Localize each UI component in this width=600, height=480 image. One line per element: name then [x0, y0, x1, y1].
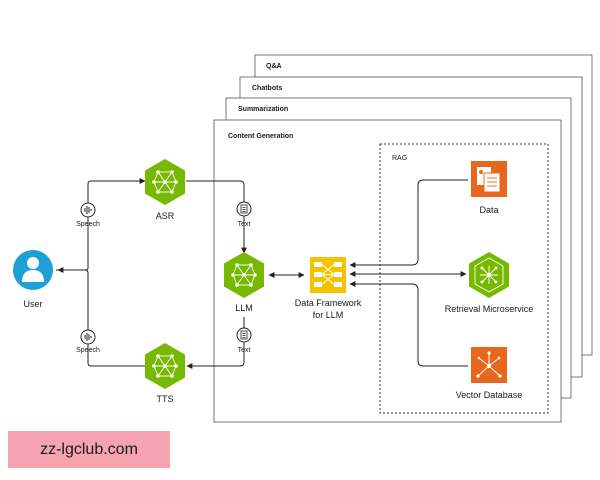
layer-qa-label: Q&A: [266, 63, 282, 70]
watermark-banner: zz-lgclub.com: [8, 431, 170, 468]
data-node: Data: [471, 161, 507, 215]
edge-text-top-label: Text: [238, 221, 251, 228]
edge-text-bottom: Text: [236, 327, 252, 354]
audio-wave-icon: [84, 206, 92, 214]
llm-node: LLM: [224, 252, 264, 313]
layer-summarization-label: Summarization: [238, 106, 288, 113]
rag-region: RAG: [379, 143, 549, 414]
user-label: User: [23, 299, 42, 309]
edge-speech-top-label: Speech: [76, 221, 100, 228]
vector-database-label: Vector Database: [456, 390, 523, 400]
data-label: Data: [479, 205, 498, 215]
retrieval-microservice-node: Retrieval Microservice: [445, 252, 534, 314]
edge-speech-top: Speech: [76, 202, 100, 228]
layer-content-generation-label: Content Generation: [228, 133, 293, 140]
document-icon: [240, 204, 248, 214]
data-framework-label-line2: for LLM: [313, 310, 344, 320]
layer-chatbots-label: Chatbots: [252, 85, 282, 92]
edge-speech-bottom: Speech: [76, 329, 100, 354]
edge-text-bottom-label: Text: [238, 347, 251, 354]
retrieval-microservice-label: Retrieval Microservice: [445, 304, 534, 314]
document-icon: [240, 330, 248, 340]
vector-database-node: Vector Database: [456, 347, 523, 400]
edge-text-top: Text: [236, 201, 252, 228]
edge-speech-bottom-label: Speech: [76, 347, 100, 354]
data-framework-label-line1: Data Framework: [295, 298, 362, 308]
audio-wave-icon: [84, 333, 92, 341]
connectors: [56, 178, 468, 369]
asr-label: ASR: [156, 211, 175, 221]
data-framework-node: Data Framework for LLM: [295, 257, 362, 320]
rag-label: RAG: [392, 155, 407, 162]
asr-node: ASR: [145, 159, 185, 221]
tts-label: TTS: [157, 394, 174, 404]
user-node: User: [13, 250, 53, 309]
llm-label: LLM: [235, 303, 253, 313]
tts-node: TTS: [145, 343, 185, 404]
